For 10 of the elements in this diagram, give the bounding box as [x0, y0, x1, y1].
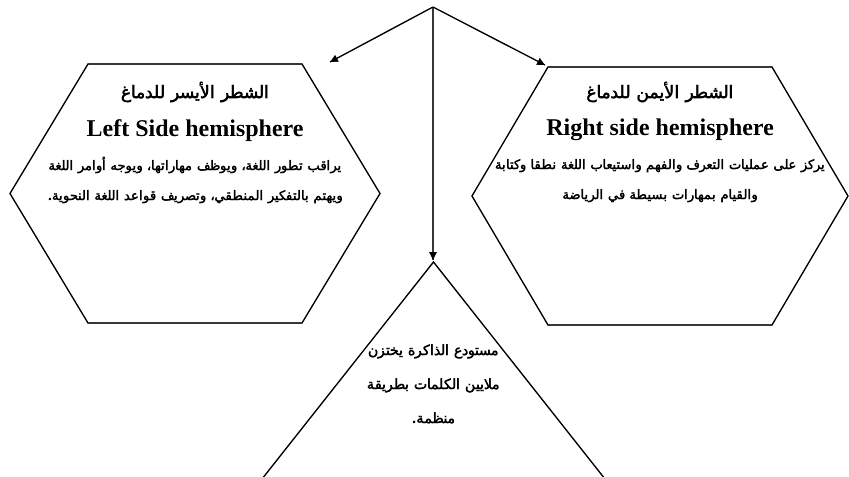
description: يراقب تطور اللغة، ويوظف مهاراتها، ويوجه أوامر اللغة ويهتم بالتفكير المنطقي، وتصريف قواعد اللغة النحوية.	[32, 152, 358, 212]
heading: Left Side hemisphere	[86, 116, 304, 143]
description: مستودع الذاكرة يختزن ملايين الكلمات بطريقة منظمة.	[366, 342, 501, 429]
heading: الشطر الأيسر للدماغ	[120, 82, 270, 103]
arrow	[429, 7, 437, 260]
heading: Right side hemisphere	[545, 115, 775, 142]
arrow	[330, 6, 434, 63]
description: يركز على عمليات التعرف والفهم واستيعاب اللغة نطقا وكتابة والقيام بمهارات بسيطة في الرياضة	[494, 157, 826, 205]
arrow	[432, 6, 546, 66]
heading: الشطر الأيمن للدماغ	[586, 82, 734, 103]
